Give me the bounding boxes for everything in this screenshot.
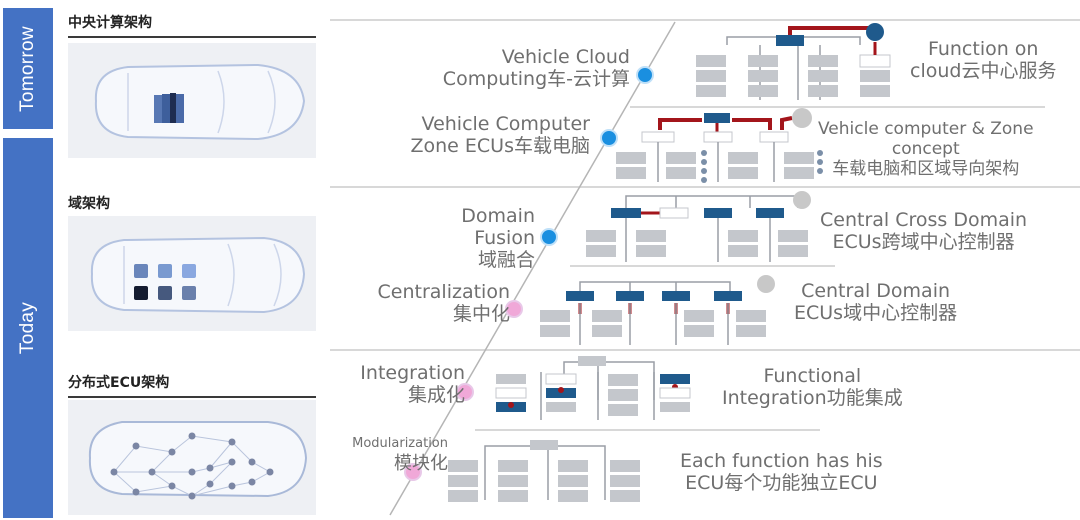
marker-centralization [505,300,523,318]
timeline-markers [404,66,654,481]
today-label: Today [17,301,39,355]
tomorrow-tag: Tomorrow [3,8,53,129]
car-domain-illustration [68,216,316,331]
tomorrow-label: Tomorrow [17,25,38,112]
today-tag: Today [3,138,53,518]
evolution-diagram-graphic [330,19,1080,516]
car-outline-icon [94,63,306,141]
marker-integration [456,383,474,401]
row-modularization-diagram [448,440,640,502]
marker-domain-fusion [540,228,558,246]
row-separators [330,19,1080,431]
car-central-computer-illustration [68,43,316,158]
car-outline-icon [88,421,308,500]
timeline-diagonal [389,21,676,516]
panel-title-central: 中央计算架构 [68,12,316,38]
marker-zone [600,129,618,147]
car-distributed-illustration [68,400,316,515]
panel-title-distributed: 分布式ECU架构 [68,372,316,398]
row-centralization-diagram [540,275,775,345]
compute-block [154,95,162,123]
car-outline-icon [90,236,306,314]
row-integration-diagram [495,356,691,420]
row-zone-diagram [616,108,823,183]
marker-modularization [404,463,422,481]
row-domain-fusion-diagram [586,191,811,262]
row-cloud-diagram [696,23,891,100]
marker-cloud [636,66,654,84]
